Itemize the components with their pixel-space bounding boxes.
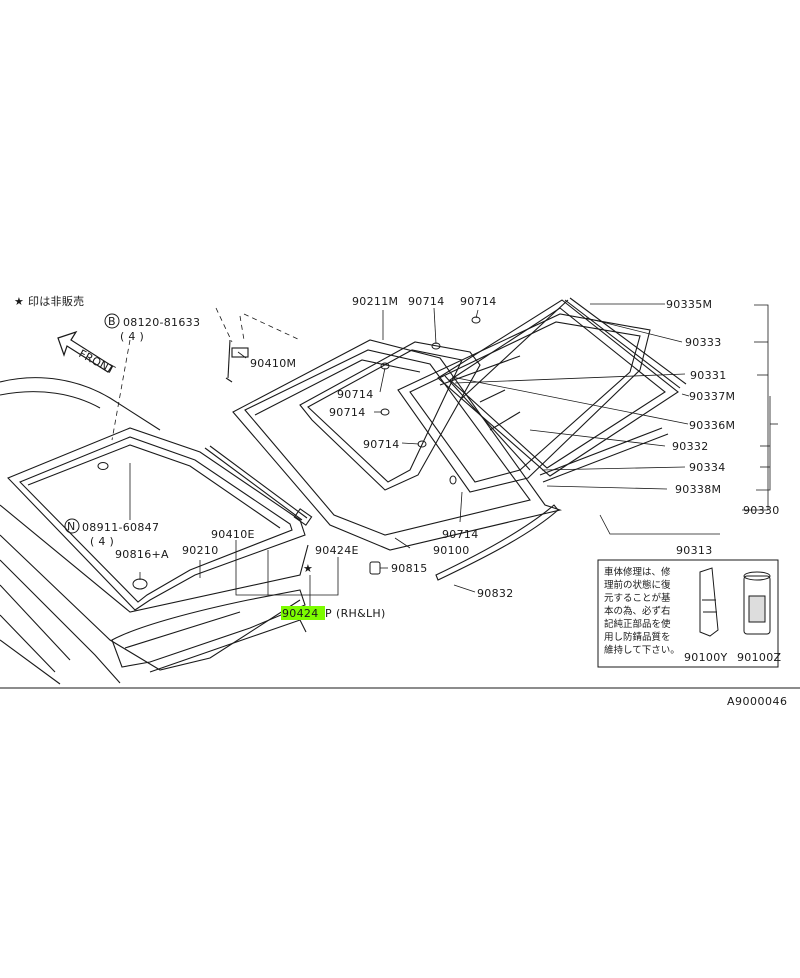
nut-qty: ( 4 )	[90, 535, 114, 548]
part-90336M[interactable]: 90336M	[689, 419, 735, 432]
reference-code: A9000046	[727, 695, 788, 708]
part-90714-d[interactable]: 90714	[442, 528, 479, 541]
part-90714-top-1[interactable]: 90714	[408, 295, 445, 308]
nut-circle-letter: N	[67, 520, 76, 533]
nut-part-number[interactable]: 08911-60847	[82, 521, 159, 534]
nut-spec: N 08911-60847 ( 4 )	[64, 518, 159, 548]
front-direction-indicator: FRONT	[57, 330, 118, 377]
part-90335M[interactable]: 90335M	[666, 298, 712, 311]
highlight-part-number: 90424	[282, 607, 319, 620]
notice-line: 元することが基	[604, 592, 671, 604]
part-90331[interactable]: 90331	[690, 369, 727, 382]
highlight-marker	[281, 606, 325, 620]
notice-line: 記純正部品を使	[604, 618, 671, 630]
bolt-qty: ( 4 )	[120, 330, 144, 343]
part-90332[interactable]: 90332	[672, 440, 709, 453]
part-90313[interactable]: 90313	[676, 544, 713, 557]
bolt-circle-letter: B	[108, 315, 116, 328]
part-90714-b[interactable]: 90714	[329, 406, 366, 419]
highlight-part-note: (RH&LH)	[336, 607, 386, 620]
bolt-spec: B 08120-81633 ( 4 )	[104, 313, 200, 343]
car-body-outline	[0, 377, 309, 685]
part-90330[interactable]: 90330	[743, 504, 780, 517]
part-90334[interactable]: 90334	[689, 461, 726, 474]
spray-can-icon	[743, 571, 771, 635]
repair-notice-box: 車体修理は、修理前の状態に復元することが基本の為、必ず右記純正部品を使用し防錆品…	[597, 559, 781, 668]
part-90100Z[interactable]: 90100Z	[737, 651, 781, 664]
part-90338M[interactable]: 90338M	[675, 483, 721, 496]
part-90424E[interactable]: 90424E	[315, 544, 359, 557]
part-labels: 90211M 90714 90714 90410M 90714 90714 90…	[115, 295, 780, 600]
part-90815[interactable]: 90815	[391, 562, 428, 575]
part-90832[interactable]: 90832	[477, 587, 514, 600]
part-90333[interactable]: 90333	[685, 336, 722, 349]
part-90714-top-2[interactable]: 90714	[460, 295, 497, 308]
part-90211M[interactable]: 90211M	[352, 295, 398, 308]
front-label: FRONT	[77, 347, 118, 377]
part-90410E[interactable]: 90410E	[211, 528, 255, 541]
glass-moldings	[439, 297, 687, 483]
part-90100[interactable]: 90100	[433, 544, 470, 557]
gas-stay-struts	[204, 339, 313, 526]
part-90210[interactable]: 90210	[182, 544, 219, 557]
hatch-door-panel	[232, 339, 563, 551]
part-90714-a[interactable]: 90714	[337, 388, 374, 401]
notice-line: 用し防錆品質を	[604, 631, 671, 643]
notice-line: 車体修理は、修	[604, 566, 671, 578]
non-sale-star: ★	[303, 562, 313, 575]
highlight-part-suffix: P	[325, 607, 332, 620]
notice-line: 本の為、必ず右	[604, 605, 671, 617]
notice-line: 理前の状態に復	[604, 579, 671, 591]
notice-line: 維持して下さい。	[604, 644, 680, 656]
part-90100Y[interactable]: 90100Y	[684, 651, 728, 664]
bolt-part-number[interactable]: 08120-81633	[123, 316, 200, 329]
garnish-90832	[435, 504, 559, 581]
rear-glass	[299, 299, 679, 493]
part-90816-plus-a[interactable]: 90816+A	[115, 548, 169, 561]
non-sale-legend: ★ 印は非販売	[14, 295, 84, 308]
part-90714-c[interactable]: 90714	[363, 438, 400, 451]
part-90337M[interactable]: 90337M	[689, 390, 735, 403]
sealant-tube-icon	[699, 567, 719, 637]
part-90410M[interactable]: 90410M	[250, 357, 296, 370]
alignment-guides	[111, 307, 301, 441]
highlighted-part-90424P[interactable]: 90424 P (RH&LH)	[281, 606, 386, 620]
